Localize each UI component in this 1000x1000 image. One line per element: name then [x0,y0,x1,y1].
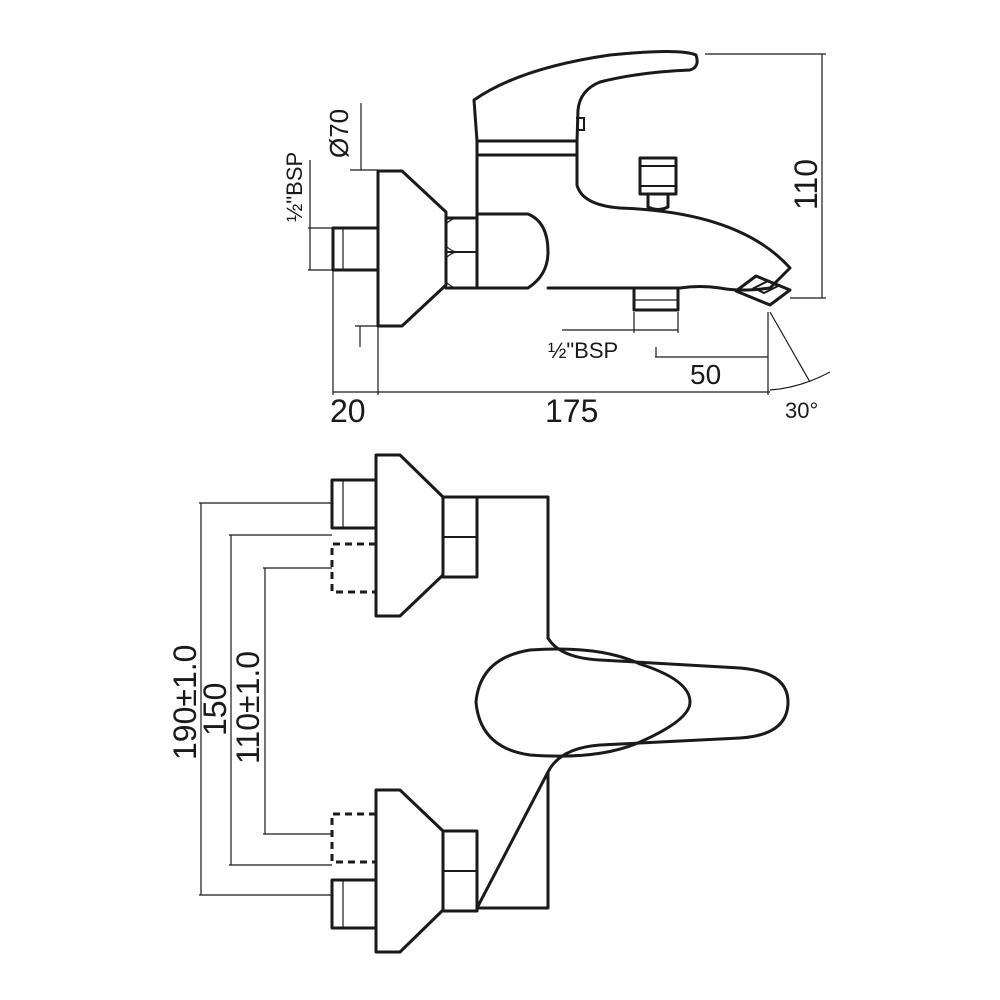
inlet-pipe-side [331,226,380,272]
aerator [734,274,792,307]
spout-side [546,153,792,292]
dim-height-label: 110 [788,159,824,210]
hex-nut-side [444,216,479,290]
escutcheon-flange-side [376,169,448,328]
dim-max-centers-label: 190±1.0 [167,645,203,760]
side-view: Ø70 ½"BSP 110 ½"BSP 50 20 175 30° [282,50,831,429]
dim-inlet-thread-label: ½"BSP [282,152,307,222]
dim-wall-offset-label: 20 [330,393,366,429]
outlet-side [632,286,680,312]
cartridge-collar [475,139,579,157]
upper-inlet-assembly [330,453,479,618]
dim-diameter-label: Ø70 [324,109,354,158]
dim-overall-length-label: 175 [545,393,598,429]
dim-projection-label: 50 [690,359,721,390]
front-view: 190±1.0 150 110±1.0 [167,453,790,954]
diverter-knob [638,156,678,211]
dim-outlet-thread-label: ½"BSP [548,338,618,363]
front-dimension-lines [199,502,332,896]
mixer-body-front [475,495,550,910]
lower-inlet-assembly [330,788,479,954]
dim-min-centers-label: 110±1.0 [230,651,266,764]
dim-nominal-centers-label: 150 [197,683,233,736]
mixer-body-side [475,149,550,290]
dim-angle-label: 30° [785,398,818,423]
handle-screw [576,117,585,131]
lever-handle-side [472,50,699,143]
side-dimension-lines [308,53,831,395]
lever-handle-front [546,636,790,774]
handle-knob-front [474,647,692,758]
